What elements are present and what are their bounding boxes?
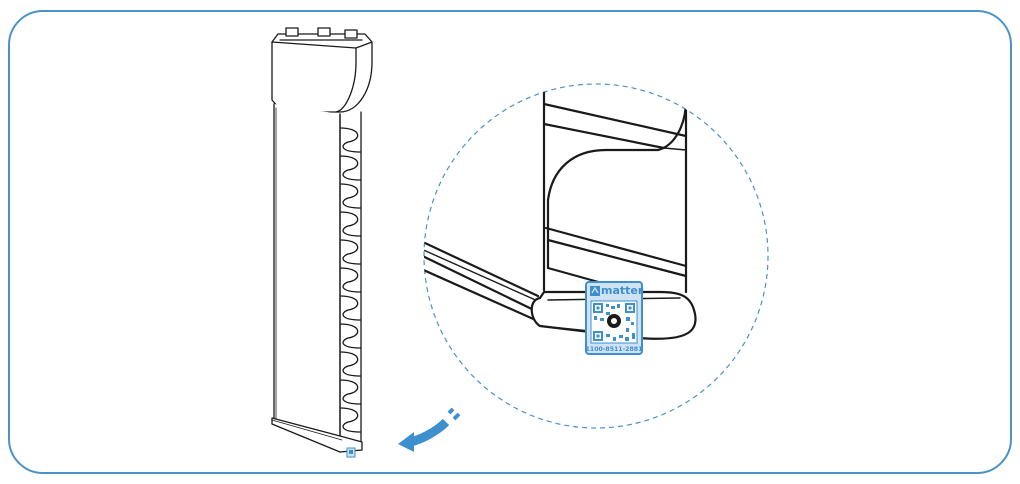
shade-full-view xyxy=(271,27,373,453)
cell-profile xyxy=(339,111,362,447)
label-code-text: 1100-8511-2881 xyxy=(586,346,643,353)
outer-frame xyxy=(8,10,1012,474)
label-location-marker xyxy=(346,447,356,458)
qr-code-icon xyxy=(590,300,638,344)
shade-fabric xyxy=(273,103,341,441)
magnifier-circle xyxy=(423,83,769,429)
matter-logo-icon xyxy=(590,286,600,296)
matter-label: matter xyxy=(585,281,644,355)
zoomed-detail xyxy=(424,84,697,340)
curved-arrow-icon xyxy=(398,407,461,452)
label-brand-text: matter xyxy=(601,284,644,297)
